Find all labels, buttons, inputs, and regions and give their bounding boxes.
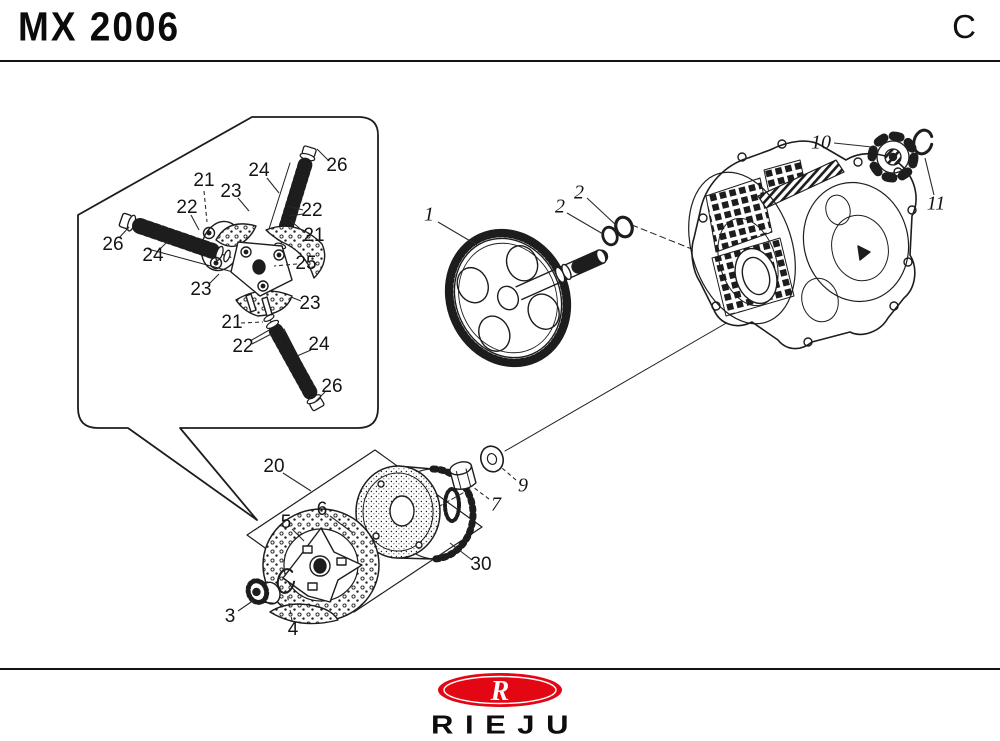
pad xyxy=(215,223,257,248)
clutch-bell xyxy=(355,465,477,563)
header-rule xyxy=(0,60,1000,62)
crankcase xyxy=(688,139,917,350)
inset-box xyxy=(77,116,379,521)
circlip xyxy=(912,128,934,156)
lock-washer xyxy=(276,568,296,594)
brand-oval-icon: R xyxy=(438,673,562,707)
leader-lines xyxy=(118,142,935,622)
pad xyxy=(265,225,326,279)
svg-text:R: R xyxy=(490,676,510,707)
primary-gear xyxy=(444,228,609,368)
section-letter: C xyxy=(952,8,976,45)
clutch-shoes xyxy=(262,508,380,625)
ribbed-nut xyxy=(245,578,281,605)
page-title: MX 2006 xyxy=(18,4,181,50)
bushing xyxy=(449,461,477,490)
o-ring xyxy=(614,215,634,239)
brand-logo: R RIEJU xyxy=(0,671,1000,741)
variator-spring-bottom xyxy=(261,311,326,412)
footer-rule xyxy=(0,668,1000,670)
variator-spring-top xyxy=(269,145,318,251)
o-ring xyxy=(601,225,619,247)
sprocket xyxy=(867,131,919,183)
hub-plate xyxy=(230,241,293,317)
brand-wordmark: RIEJU xyxy=(431,710,581,740)
thrust-washer xyxy=(479,445,505,473)
